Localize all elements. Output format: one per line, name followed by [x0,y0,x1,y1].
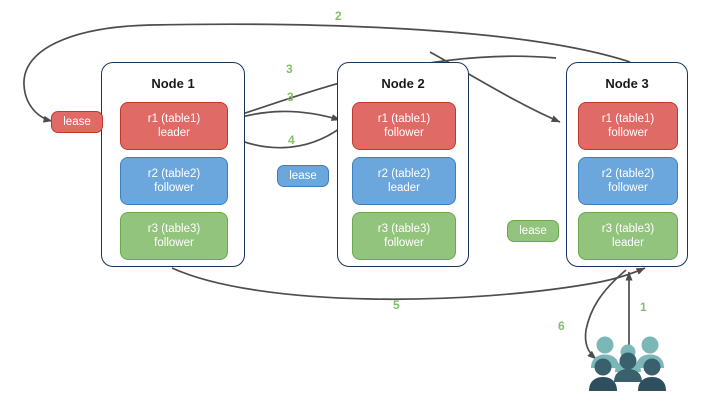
replica-role: follower [384,127,424,139]
edge-3-to-node3-path [429,51,561,123]
replica-node3-r3[interactable]: r3 (table3) leader [578,212,678,260]
users-group-icon [589,336,666,391]
replica-role: follower [608,182,648,194]
replica-name: r1 (table1) [377,113,431,125]
lease-badge-blue[interactable]: lease [277,165,329,187]
edge-label-4: 4 [288,133,295,147]
replica-node2-r1[interactable]: r1 (table1) follower [352,102,456,150]
replica-name: r1 (table1) [147,113,201,125]
node-title-node2: Node 2 [381,76,425,91]
replica-name: r2 (table2) [601,168,655,180]
lease-label: lease [519,225,547,237]
lease-label: lease [63,116,91,128]
replica-role: follower [154,237,194,249]
replica-role: leader [388,182,420,194]
lease-label: lease [289,170,317,182]
node-container-node3[interactable]: Node 3 r1 (table1) follower r2 (table2) … [566,62,688,267]
replica-name: r2 (table2) [377,168,431,180]
replica-node3-r2[interactable]: r2 (table2) follower [578,157,678,205]
replica-node3-r1[interactable]: r1 (table1) follower [578,102,678,150]
replica-node1-r1[interactable]: r1 (table1) leader [120,102,228,150]
edge-6-path [584,269,627,360]
node-title-node3: Node 3 [605,76,649,91]
replica-node1-r2[interactable]: r2 (table2) follower [120,157,228,205]
replica-name: r3 (table3) [601,223,655,235]
node-title-node1: Node 1 [151,76,195,91]
edge-label-2: 2 [335,9,342,23]
node-container-node2[interactable]: Node 2 r1 (table1) follower r2 (table2) … [337,62,469,267]
replica-role: leader [158,127,190,139]
edge-5-path [171,267,646,301]
edge-label-3b: 3 [287,90,294,104]
replica-role: follower [384,237,424,249]
lease-badge-red[interactable]: lease [51,111,103,133]
edge-label-6: 6 [558,319,565,333]
replica-name: r3 (table3) [377,223,431,235]
replica-name: r1 (table1) [601,113,655,125]
replica-name: r2 (table2) [147,168,201,180]
lease-badge-green[interactable]: lease [507,220,559,242]
node-container-node1[interactable]: Node 1 r1 (table1) leader r2 (table2) fo… [101,62,245,267]
replica-node1-r3[interactable]: r3 (table3) follower [120,212,228,260]
replica-role: follower [608,127,648,139]
replica-role: follower [154,182,194,194]
replica-node2-r2[interactable]: r2 (table2) leader [352,157,456,205]
edge-2-path [23,23,631,123]
replica-node2-r3[interactable]: r3 (table3) follower [352,212,456,260]
edge-label-3a: 3 [286,62,293,76]
edge-label-5: 5 [393,298,400,312]
replica-role: leader [612,237,644,249]
replica-name: r3 (table3) [147,223,201,235]
edge-label-1: 1 [640,300,647,314]
